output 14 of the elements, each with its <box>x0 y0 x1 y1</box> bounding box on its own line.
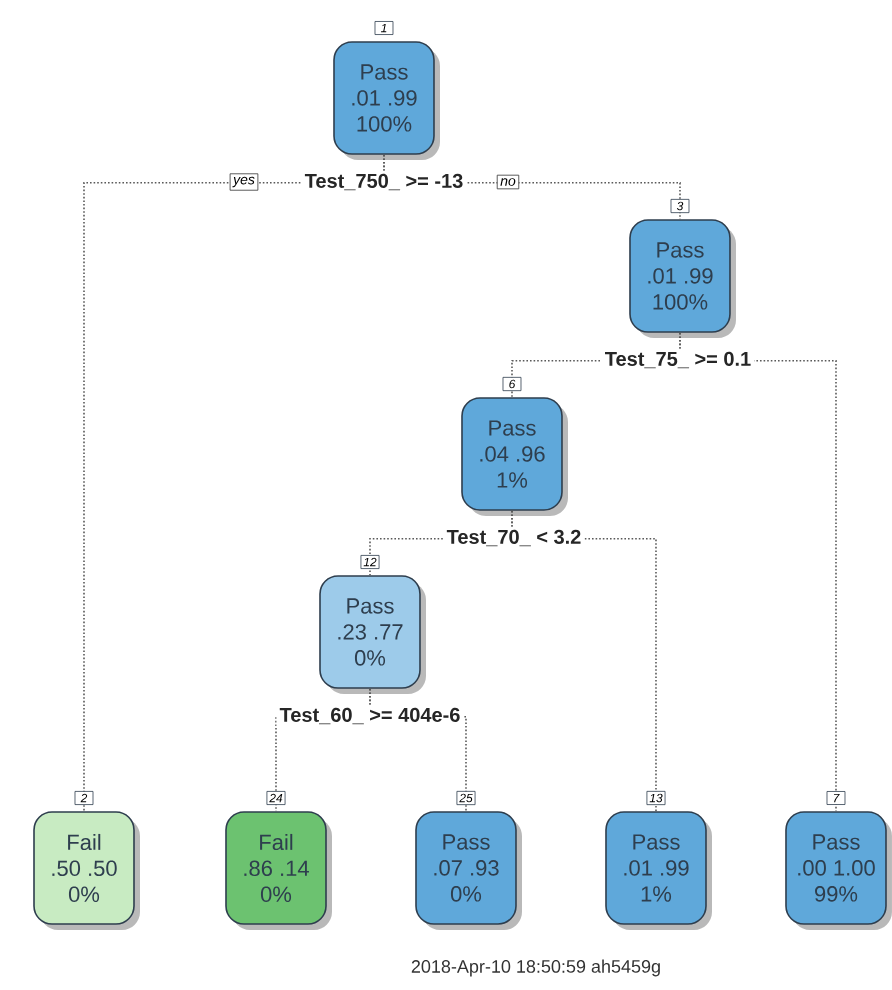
tree-node: Pass .01 .99 100% <box>629 219 736 338</box>
tree-node: Pass .01 .99 1% <box>605 811 712 930</box>
caption: 2018-Apr-10 18:50:59 ah5459g <box>411 959 660 977</box>
tree-node: Fail .50 .50 0% <box>33 811 140 930</box>
tree-node: Pass .00 1.00 99% <box>785 811 892 930</box>
tree-node: Pass .23 .77 0% <box>319 575 426 694</box>
tree-node: Pass .01 .99 100% <box>333 41 440 160</box>
tree-node: Pass .07 .93 0% <box>415 811 522 930</box>
tree-node: Pass .04 .96 1% <box>461 397 568 516</box>
split-label: Test_70_ < 3.2 <box>443 526 585 550</box>
tree-node: Fail .86 .14 0% <box>225 811 332 930</box>
split-label: Test_60_ >= 404e-6 <box>276 704 464 728</box>
split-label: Test_750_ >= -13 <box>301 170 467 194</box>
split-label: Test_75_ >= 0.1 <box>601 348 755 372</box>
